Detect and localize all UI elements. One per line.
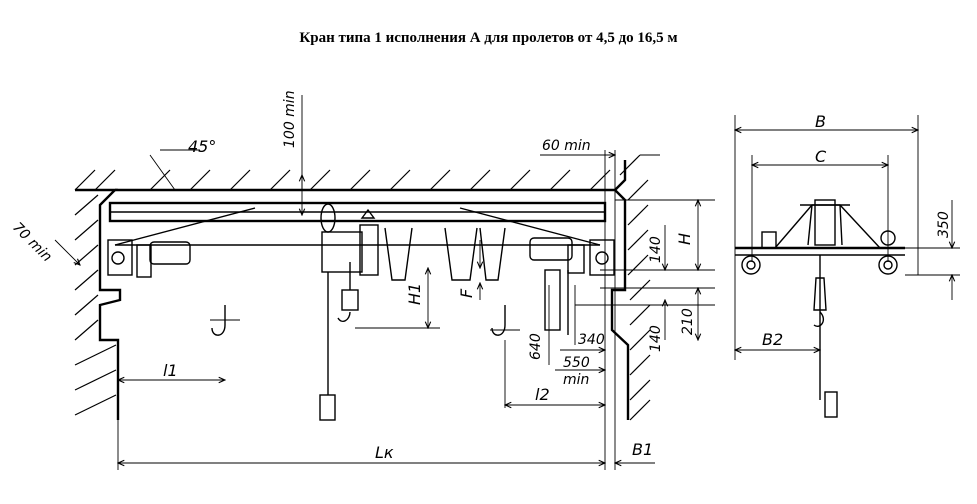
label-top-clearance: 100 min: [282, 90, 298, 148]
label-angle: 45°: [188, 137, 216, 156]
label-min: min: [563, 372, 589, 388]
dimension-labels: 45° 100 min 70 min 60 min B C 350 H 140 …: [9, 90, 952, 462]
label-550: 550: [563, 355, 590, 371]
label-640: 640: [528, 333, 544, 360]
label-side-clearance: 70 min: [9, 220, 55, 266]
label-lk: Lк: [375, 443, 394, 462]
label-340: 340: [578, 332, 605, 348]
label-210: 210: [680, 308, 696, 335]
label-l2: l2: [535, 385, 550, 404]
label-h: H: [675, 233, 694, 245]
crane-side-view: [735, 115, 960, 418]
label-b2: B2: [762, 330, 783, 349]
drawing-title: Кран типа 1 исполнения А для пролетов от…: [299, 30, 678, 46]
hook-marks: [210, 305, 520, 336]
label-140-top: 140: [648, 236, 664, 263]
label-b1: B1: [632, 440, 653, 459]
label-end-clearance: 60 min: [542, 138, 591, 154]
label-140-bottom: 140: [648, 325, 664, 352]
label-c: C: [815, 147, 827, 166]
label-l1: l1: [163, 361, 178, 380]
label-350: 350: [936, 211, 952, 238]
label-f: F: [457, 288, 476, 298]
label-h1: H1: [405, 283, 424, 305]
dimension-lines: [54, 95, 715, 470]
label-b: B: [815, 112, 826, 131]
